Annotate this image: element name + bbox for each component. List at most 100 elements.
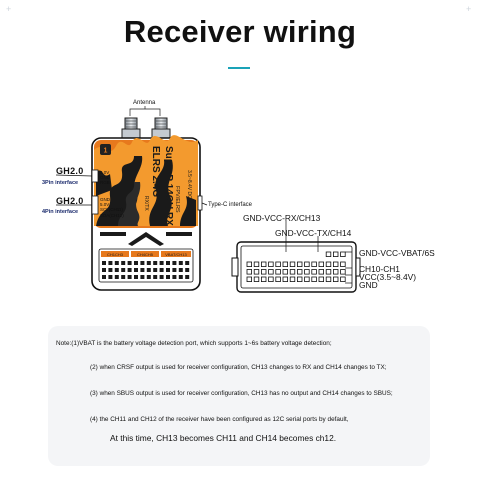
servo-pin (102, 268, 106, 272)
connector-pin (289, 276, 296, 282)
pinout-label-tx: GND-VCC-TX/CH14 (275, 228, 352, 238)
antenna-connector-right (151, 117, 171, 139)
top-port-pin-0: 5.0V (100, 170, 110, 175)
connector-pin (325, 276, 332, 282)
connector-pin (296, 276, 303, 282)
gh-top-label: GH2.0 (56, 166, 84, 176)
servo-pin (172, 261, 177, 265)
servo-pin (178, 261, 183, 265)
notes-panel: Note:(1)VBAT is the battery voltage dete… (48, 326, 430, 466)
connector-pin (311, 276, 317, 282)
servo-pin (127, 275, 132, 279)
note-1: Note:(1)VBAT is the battery voltage dete… (56, 340, 332, 347)
servo-pin (159, 268, 164, 272)
bottom-port-pin-3: SDA(CH12) (100, 212, 124, 218)
note-4: (4) the CH11 and CH12 of the receiver ha… (90, 416, 349, 423)
servo-pin (140, 261, 145, 265)
connector-pin (253, 261, 260, 267)
connector-pin (253, 269, 260, 275)
connector-pin (282, 261, 288, 267)
pinout-label-vbat: GND-VCC-VBAT/6S (359, 248, 435, 258)
servo-pin (108, 268, 113, 272)
connector-pin (311, 261, 317, 267)
servo-pin (159, 275, 164, 279)
connector-pin (340, 276, 346, 282)
connector-pin (340, 251, 346, 257)
model-line2: ELRS 2.4G (150, 146, 161, 197)
connector-pin (296, 261, 303, 267)
gh-bottom-sub-label: 4Pin interface (42, 209, 79, 215)
servo-pin (114, 261, 119, 265)
servo-pin (146, 261, 151, 265)
connector-pin (246, 276, 252, 282)
gh-bottom-label: GH2.0 (56, 196, 84, 206)
top-port-pin-2: RGB (100, 180, 110, 186)
flame-graphic (94, 135, 198, 228)
servo-pin (172, 268, 177, 272)
servo-pin (166, 268, 170, 272)
servo-pin (121, 268, 126, 272)
bottom-port-pin-0: GND (100, 197, 110, 202)
antenna-connector-left (121, 117, 141, 139)
servo-pin (166, 275, 170, 279)
connector-pin (325, 251, 332, 257)
connector-pin (296, 269, 303, 275)
servo-pin (134, 261, 138, 265)
connector-pin (325, 261, 332, 267)
connector-pin (275, 269, 281, 275)
connector-pin (275, 261, 281, 267)
servo-pin (185, 261, 190, 265)
servo-pin (121, 261, 126, 265)
tag-volt: 3.5~8.4V DC (186, 170, 192, 199)
chevron-graphic (100, 232, 192, 246)
slot-label-2: CH4CH5 (137, 252, 154, 257)
bottom-port-pin-labels: GND 5.0V SCL(CH11) SDA(CH12) (100, 197, 124, 218)
servo-pin (178, 268, 183, 272)
corner-mark-right: + (466, 4, 472, 14)
note-2: (2) when CRSF output is used for receive… (90, 364, 387, 371)
connector-pin (304, 269, 310, 275)
page-title: Receiver wiring (123, 14, 357, 49)
servo-pin (108, 261, 113, 265)
servo-pin (146, 268, 151, 272)
servo-pin (140, 275, 145, 279)
servo-pin (121, 275, 126, 279)
connector-pin (260, 269, 267, 275)
connector-pin (332, 261, 339, 267)
tag-fpv: FPV/ELRS (174, 186, 180, 213)
pinout-label-gnd: GND (359, 280, 378, 290)
connector-pin (282, 269, 288, 275)
servo-pin (178, 275, 183, 279)
servo-pin (140, 268, 145, 272)
connector-pin (253, 276, 260, 282)
connector-pin (332, 269, 339, 275)
note-3: (3) when SBUS output is used for receive… (90, 390, 393, 397)
servo-pin-grid (102, 261, 190, 279)
connector-pin (332, 251, 339, 257)
servo-pin (172, 275, 177, 279)
servo-pin (102, 275, 106, 279)
pinout-label-ch: CH10-CH1 (359, 264, 400, 274)
connector-pin (282, 276, 288, 282)
connector-pin (260, 276, 267, 282)
servo-pin (114, 268, 119, 272)
connector-pin (318, 269, 324, 275)
servo-pin (127, 261, 132, 265)
servo-pin (185, 268, 190, 272)
servo-pin (108, 275, 113, 279)
connector-pin (304, 276, 310, 282)
servo-pin (159, 261, 164, 265)
pinout-connector (231, 241, 361, 293)
top-port-pin-1: GND (100, 175, 110, 181)
servo-pin (153, 261, 158, 265)
bottom-port-pin-2: SCL(CH11) (100, 207, 123, 213)
slot-label-1: CH1CH3 (107, 252, 124, 257)
connector-pin (289, 269, 296, 275)
connector-pin (340, 261, 346, 267)
typec-label: Type-C interface (208, 202, 253, 208)
servo-pin (134, 275, 138, 279)
pinout-label-rx: GND-VCC-RX/CH13 (243, 213, 321, 223)
servo-pin (134, 268, 138, 272)
connector-pin (268, 276, 274, 282)
